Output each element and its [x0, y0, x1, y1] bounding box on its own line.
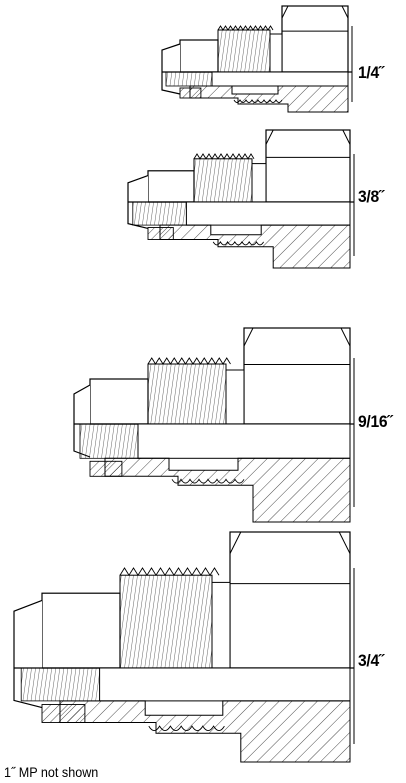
size-label-3-8: 3/8˝: [358, 187, 384, 206]
fitting-1-4: [161, 5, 353, 113]
size-label-1-4: 1/4˝: [358, 63, 384, 82]
size-label-9-16: 9/16˝: [358, 412, 393, 431]
size-label-3-4: 3/4˝: [358, 651, 384, 670]
fitting-3-8: [127, 129, 355, 269]
fitting-9-16: [73, 327, 355, 523]
footnote-text: 1˝ MP not shown: [4, 764, 99, 780]
fitting-3-4: [13, 531, 355, 763]
